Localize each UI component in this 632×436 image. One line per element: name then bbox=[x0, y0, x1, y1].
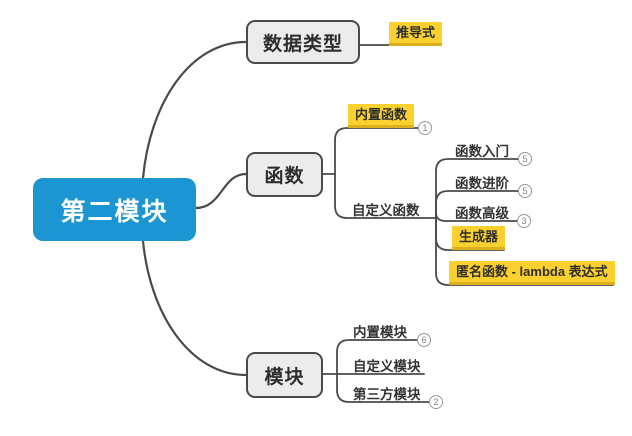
edge-custom-intro bbox=[435, 158, 519, 219]
edge-root-functions bbox=[194, 172, 248, 210]
edge-root-datatypes bbox=[141, 40, 248, 180]
label-function-senior[interactable]: 函数高级 bbox=[455, 206, 509, 221]
edge-root-modules bbox=[141, 239, 248, 377]
label-custom-functions[interactable]: 自定义函数 bbox=[352, 203, 420, 218]
label-function-advanced[interactable]: 函数进阶 bbox=[455, 176, 509, 191]
tag-builtin-functions[interactable]: 内置函数 bbox=[348, 104, 415, 128]
tag-lambda-expression[interactable]: 匿名函数 - lambda 表达式 bbox=[449, 261, 615, 285]
node-data-types[interactable]: 数据类型 bbox=[246, 20, 360, 64]
node-modules[interactable]: 模块 bbox=[246, 352, 323, 398]
badge-builtin-functions-count[interactable]: 1 bbox=[418, 121, 432, 135]
badge-function-intro-count[interactable]: 5 bbox=[518, 152, 532, 166]
node-functions[interactable]: 函数 bbox=[246, 152, 323, 197]
edge-custom-senior bbox=[435, 212, 518, 222]
badge-builtin-modules-count[interactable]: 6 bbox=[417, 333, 431, 347]
badge-function-senior-count[interactable]: 3 bbox=[517, 214, 531, 228]
edge-functions-custom bbox=[334, 173, 437, 219]
root-node[interactable]: 第二模块 bbox=[33, 178, 196, 241]
label-function-intro[interactable]: 函数入门 bbox=[455, 144, 509, 159]
label-custom-modules[interactable]: 自定义模块 bbox=[353, 359, 421, 374]
edge-custom-advance bbox=[435, 190, 519, 219]
edge-modules-thirdparty bbox=[336, 373, 430, 403]
label-builtin-modules[interactable]: 内置模块 bbox=[353, 325, 407, 340]
tag-generator[interactable]: 生成器 bbox=[452, 226, 506, 250]
tag-comprehension[interactable]: 推导式 bbox=[389, 22, 443, 46]
edge-functions-builtin bbox=[334, 127, 419, 175]
edge-custom-lambda bbox=[435, 217, 614, 286]
label-thirdparty-modules[interactable]: 第三方模块 bbox=[353, 387, 421, 402]
badge-thirdparty-modules-count[interactable]: 2 bbox=[429, 395, 443, 409]
edge-modules-builtinmod bbox=[336, 339, 418, 375]
badge-function-advanced-count[interactable]: 5 bbox=[518, 184, 532, 198]
